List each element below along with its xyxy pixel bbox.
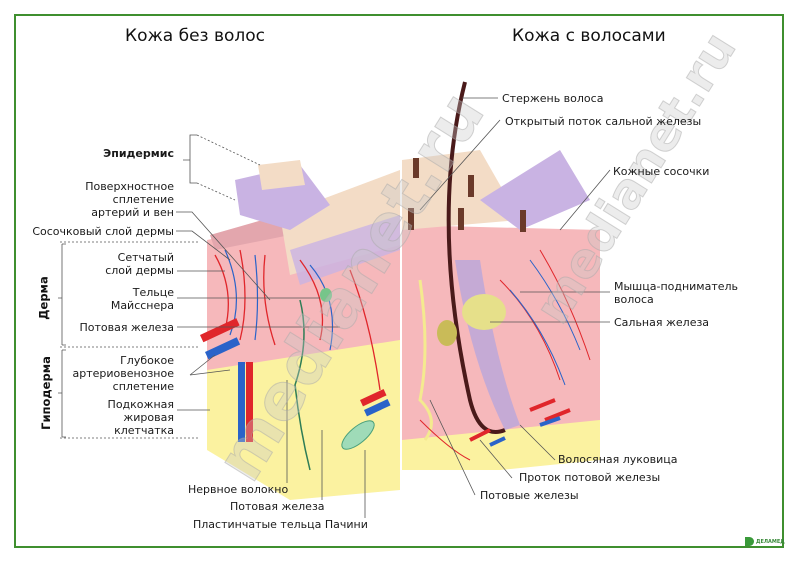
label-fat-tissue: Подкожная жировая клетчатка <box>108 398 174 437</box>
nerve-fiber-shape <box>294 299 311 471</box>
hairless-skin-block <box>200 160 400 500</box>
pacinian-corpuscle <box>341 420 375 450</box>
title-hairless-skin: Кожа без волос <box>125 26 266 46</box>
label-epidermis: Эпидермис <box>103 147 174 160</box>
logo-text: ДЕЛАМЕД <box>756 538 785 545</box>
label-reticular-line1: Сетчатый <box>117 251 174 264</box>
poster-frame <box>14 14 784 548</box>
label-papillary-layer: Сосочковый слой дермы <box>32 225 174 238</box>
label-deep-plexus-line2: артериовенозное <box>72 367 174 380</box>
hair-shaft-shape <box>446 81 506 434</box>
sebaceous-gland-shape <box>462 294 506 330</box>
label-deep-plexus-line3: сплетение <box>112 380 174 393</box>
label-nerve-fiber: Нервное волокно <box>188 483 289 496</box>
label-surface-plexus-line3: артерий и вен <box>91 206 174 219</box>
logo-d-icon <box>745 537 754 546</box>
label-sweat-glands: Потовые железы <box>480 489 579 502</box>
label-meissner-line2: Майсснера <box>110 299 174 312</box>
epidermis-right <box>402 150 520 230</box>
label-reticular-line2: слой дермы <box>105 264 174 277</box>
papillae-flap <box>480 150 590 230</box>
leader-lines-left <box>58 134 366 518</box>
label-surface-plexus-line1: Поверхностное <box>85 180 174 193</box>
label-deep-plexus: Глубокое артериовенозное сплетение <box>73 354 174 393</box>
label-fat-line3: клетчатка <box>114 424 174 437</box>
label-deep-plexus-line1: Глубокое <box>120 354 174 367</box>
label-arrector-muscle: Мышца-подниматель волоса <box>614 280 738 306</box>
label-sweat-gland-left: Потовая железа <box>79 321 174 334</box>
label-arrector-line2: волоса <box>614 293 654 306</box>
title-hairy-skin: Кожа с волосами <box>512 26 666 46</box>
publisher-logo: ДЕЛАМЕД <box>745 537 785 546</box>
label-pacini: Пластинчатые тельца Пачини <box>193 518 368 531</box>
label-hair-bulb: Волосяная луковица <box>558 453 678 466</box>
fat-layer-left <box>207 330 400 500</box>
label-open-duct: Открытый поток сальной железы <box>505 115 702 128</box>
sweat-gland-coil <box>418 279 433 441</box>
label-sweat-gland-bottom: Потовая железа <box>230 500 325 513</box>
label-derma: Дерма <box>36 276 51 320</box>
label-surface-plexus: Поверхностное сплетение артерий и вен <box>85 180 174 219</box>
leader-lines-right <box>419 97 611 496</box>
hairy-skin-block <box>402 81 600 470</box>
label-fat-line1: Подкожная <box>107 398 174 411</box>
label-meissner-line1: Тельце <box>132 286 174 299</box>
label-meissner: Тельце Майсснера <box>111 286 174 312</box>
label-sebaceous-gland: Сальная железа <box>614 316 710 329</box>
label-fat-line2: жировая <box>123 411 174 424</box>
epidermis-flap <box>235 165 330 230</box>
label-arrector-line1: Мышца-подниматель <box>614 280 739 293</box>
label-papillae: Кожные сосочки <box>613 165 710 178</box>
label-hair-shaft: Стержень волоса <box>502 92 604 105</box>
label-sweat-duct: Проток потовой железы <box>519 471 661 484</box>
label-hypoderma: Гиподерма <box>38 356 53 430</box>
label-surface-plexus-line2: сплетение <box>112 193 174 206</box>
label-reticular-layer: Сетчатый слой дермы <box>105 251 174 277</box>
meissner-corpuscle <box>320 288 332 302</box>
